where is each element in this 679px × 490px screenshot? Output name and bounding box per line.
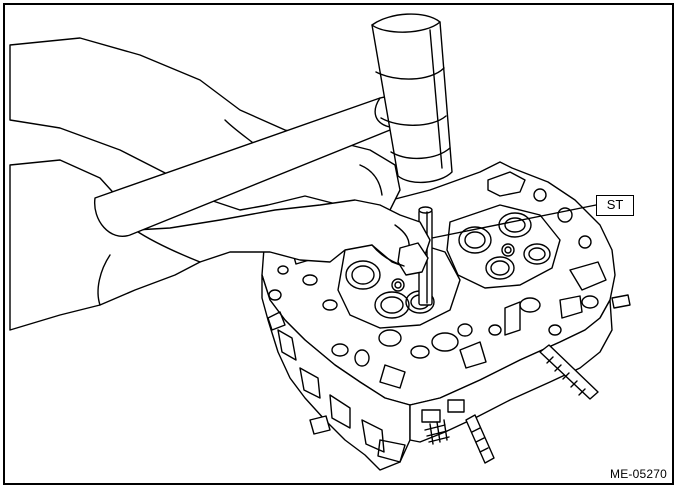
stud-bolts [309, 294, 631, 464]
callout-label-st: ST [596, 195, 634, 216]
figure-id: ME-05270 [610, 467, 667, 481]
callout-leader-line [431, 204, 597, 239]
hammer [94, 13, 453, 237]
